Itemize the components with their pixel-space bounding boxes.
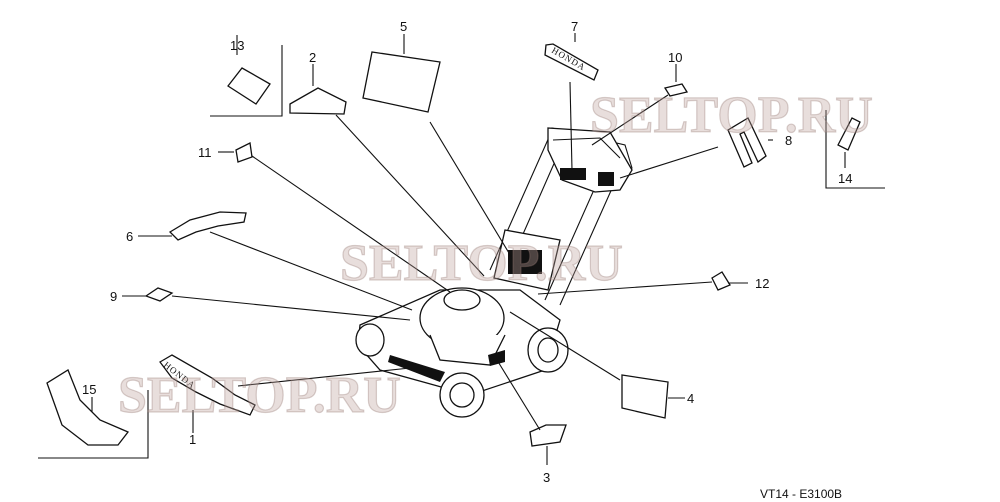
decal-1-honda [159,354,256,416]
decal-2 [289,87,347,115]
decal-5 [362,51,441,113]
decal-14 [837,117,861,151]
decal-6 [168,211,247,241]
reference-code: VT14 - E3100B [760,487,842,501]
label-3: 3 [543,470,550,485]
label-10: 10 [668,50,682,65]
decal-10 [663,83,689,97]
decal-12 [711,271,731,291]
decal-4 [621,374,669,419]
label-12: 12 [755,276,769,291]
label-5: 5 [400,19,407,34]
watermark-middle: SELTOP.RU [340,235,623,292]
label-7: 7 [571,19,578,34]
label-14: 14 [838,171,852,186]
label-15: 15 [82,382,96,397]
decal-7-honda [544,43,599,81]
decal-13 [227,67,271,105]
decal-8 [727,117,767,168]
label-4: 4 [687,391,694,406]
watermark-top: SELTOP.RU [590,87,873,144]
decal-15 [46,369,130,446]
label-2: 2 [309,50,316,65]
label-9: 9 [110,289,117,304]
label-1: 1 [189,432,196,447]
decal-9 [144,287,174,302]
decal-11 [235,142,253,163]
label-13: 13 [230,38,244,53]
leader-lines [91,33,846,465]
decal-3 [529,424,567,447]
lawn-mower [355,127,633,418]
label-8: 8 [785,133,792,148]
label-11: 11 [198,145,212,160]
watermark-bottom: SELTOP.RU [118,367,401,424]
label-6: 6 [126,229,133,244]
